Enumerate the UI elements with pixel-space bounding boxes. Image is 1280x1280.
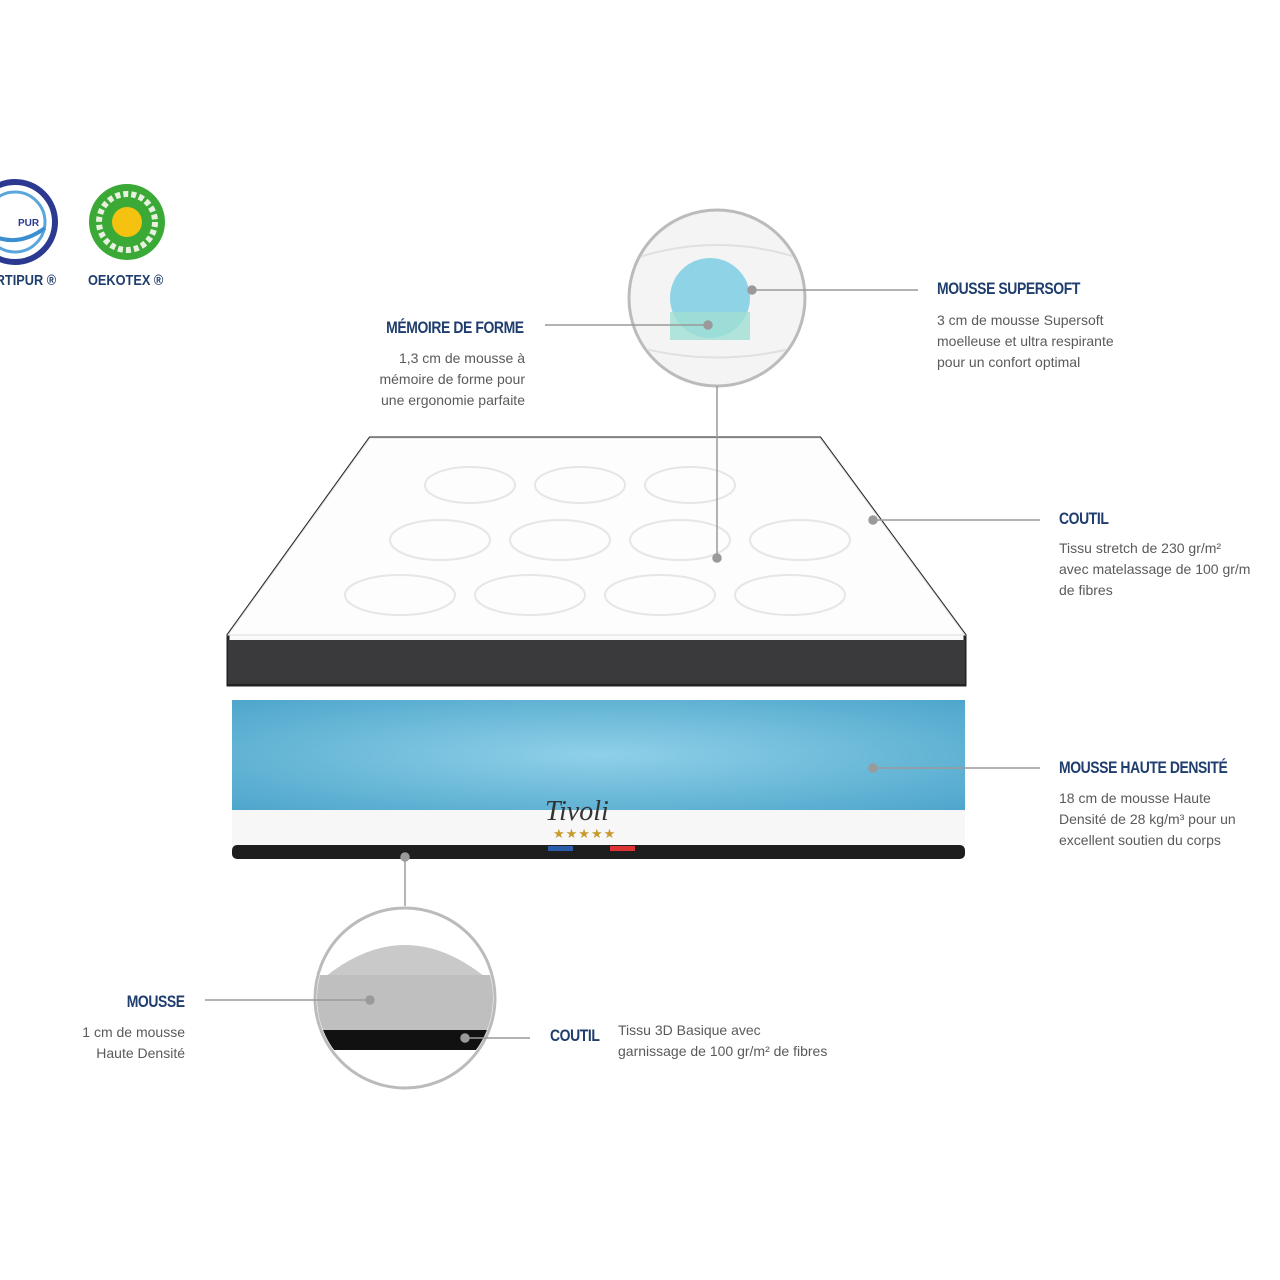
base-magnifier bbox=[313, 906, 497, 1090]
text-line: 3 cm de mousse Supersoft bbox=[937, 312, 1104, 328]
mousse-text: 1 cm de mousse Haute Densité bbox=[82, 1022, 185, 1064]
coutil-bottom-title: COUTIL bbox=[550, 1026, 600, 1045]
text-line: excellent soutien du corps bbox=[1059, 832, 1221, 848]
supersoft-text: 3 cm de mousse Supersoft moelleuse et ul… bbox=[937, 310, 1114, 373]
text-line: mémoire de forme pour bbox=[379, 371, 525, 387]
leader-lines bbox=[205, 285, 1040, 1043]
coutil-top-text: Tissu stretch de 230 gr/m² avec matelass… bbox=[1059, 538, 1250, 601]
text-line: pour un confort optimal bbox=[937, 354, 1081, 370]
text-line: Densité de 28 kg/m³ pour un bbox=[1059, 811, 1236, 827]
supersoft-magnifier bbox=[627, 208, 807, 388]
memoire-title: MÉMOIRE DE FORME bbox=[386, 318, 525, 337]
coutil-top-title: COUTIL bbox=[1059, 509, 1109, 528]
text-line: garnissage de 100 gr/m² de fibres bbox=[618, 1043, 828, 1059]
oekotex-logo bbox=[89, 184, 165, 260]
certipur-label: CERTIPUR ® bbox=[0, 272, 57, 289]
text-line: 1 cm de mousse bbox=[82, 1024, 185, 1040]
text-line: Tissu stretch de 230 gr/m² bbox=[1059, 540, 1222, 556]
text-line: Tissu 3D Basique avec bbox=[618, 1022, 761, 1038]
coutil-bottom-text: Tissu 3D Basique avec garnissage de 100 … bbox=[618, 1020, 827, 1062]
svg-text:PUR: PUR bbox=[18, 218, 40, 229]
supersoft-title: MOUSSE SUPERSOFT bbox=[937, 279, 1080, 298]
brand-stars: ★★★★★ bbox=[553, 826, 617, 841]
oekotex-label: OEKOTEX ® bbox=[88, 272, 164, 289]
text-line: de fibres bbox=[1059, 582, 1113, 598]
memoire-text: 1,3 cm de mousse à mémoire de forme pour… bbox=[379, 348, 525, 411]
text-line: une ergonomie parfaite bbox=[381, 392, 525, 408]
mousse-title: MOUSSE bbox=[127, 992, 185, 1011]
text-line: 18 cm de mousse Haute bbox=[1059, 790, 1211, 806]
text-line: moelleuse et ultra respirante bbox=[937, 333, 1114, 349]
certipur-logo: PUR bbox=[0, 179, 58, 265]
text-line: 1,3 cm de mousse à bbox=[398, 350, 525, 366]
text-line: avec matelassage de 100 gr/m bbox=[1059, 561, 1251, 577]
mattress-image bbox=[226, 436, 967, 859]
brand-name: Tivoli bbox=[545, 796, 609, 827]
text-line: Haute Densité bbox=[96, 1045, 185, 1061]
haute-densite-title: MOUSSE HAUTE DENSITÉ bbox=[1059, 758, 1228, 777]
haute-densite-text: 18 cm de mousse Haute Densité de 28 kg/m… bbox=[1059, 788, 1236, 851]
